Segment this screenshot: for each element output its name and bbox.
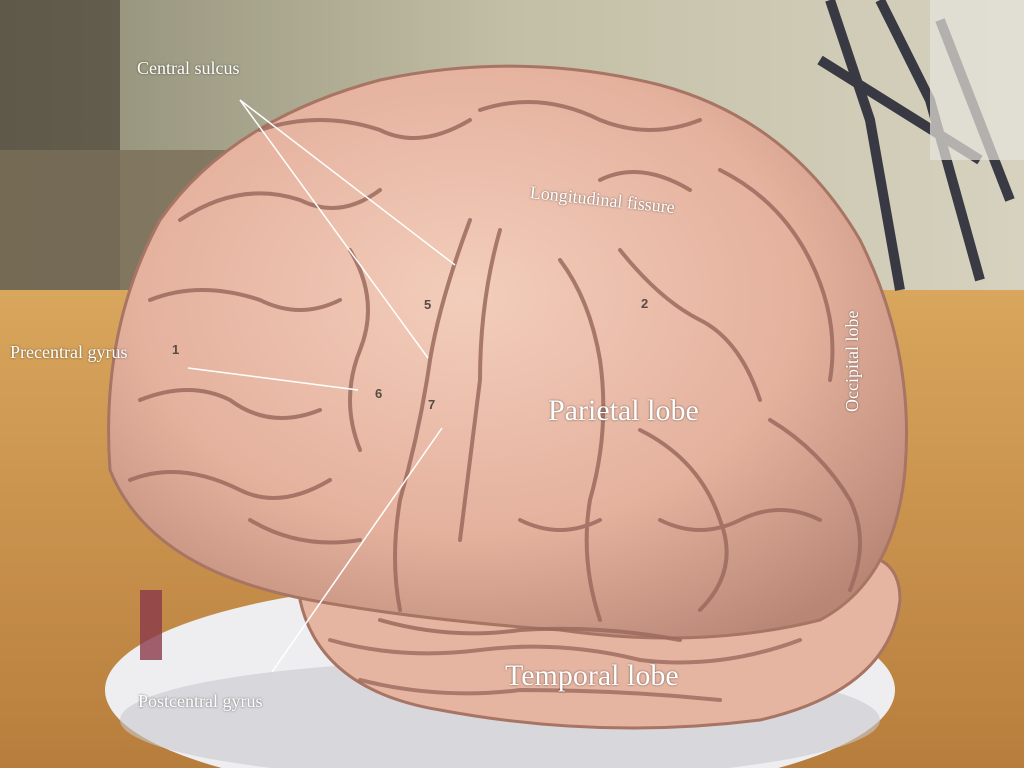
label-temporal-lobe: Temporal lobe (505, 659, 679, 692)
gyri-pattern (128, 100, 862, 642)
white-object-right (930, 0, 1024, 160)
model-number-6: 6 (375, 386, 383, 401)
model-number-7: 7 (428, 397, 436, 412)
pointer-postcentral-gyrus (271, 427, 443, 673)
pointer-precentral-gyrus (187, 367, 359, 391)
pointer-central-sulcus-a (239, 99, 456, 266)
label-postcentral-gyrus: Postcentral gyrus (138, 691, 263, 711)
temporal-gyri-pattern (328, 638, 802, 702)
cerebrum-shape (107, 64, 908, 640)
label-parietal-lobe: Parietal lobe (548, 394, 699, 427)
model-number-2: 2 (641, 296, 649, 311)
label-central-sulcus: Central sulcus (137, 58, 240, 78)
label-occipital-lobe: Occipital lobe (842, 310, 862, 412)
stand-sticker (140, 590, 162, 660)
label-precentral-gyrus: Precentral gyrus (10, 342, 128, 362)
pointer-central-sulcus-b (239, 99, 429, 359)
model-number-5: 5 (424, 297, 432, 312)
model-number-1: 1 (172, 342, 180, 357)
pointer-lines (187, 99, 456, 673)
